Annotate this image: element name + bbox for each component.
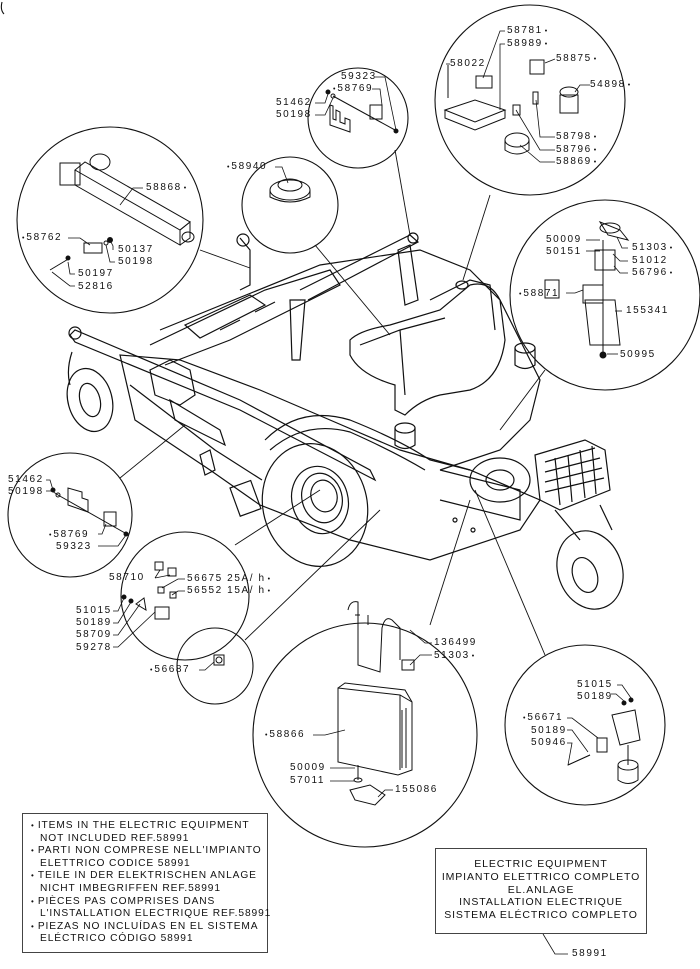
callout-label: 51462 (8, 474, 44, 485)
callout-label: 58798 (556, 131, 596, 144)
callout-label: 56552 15A/ h (187, 585, 270, 598)
callout-label: 50198 (276, 109, 312, 120)
note-line: NOT INCLUDED REF.58991 (40, 832, 190, 844)
callout-label: 58022 (450, 58, 486, 69)
kit-line: EL.ANLAGE (507, 883, 575, 896)
callout-label: 58869 (556, 156, 596, 169)
callout-label: 56687 (150, 664, 190, 677)
callout-label: 58769 (49, 529, 89, 542)
fuse-parts (121, 561, 177, 620)
callout-label: 58781 (507, 25, 547, 38)
callout-label: 50995 (620, 349, 656, 360)
callout-label: 50137 (118, 244, 154, 255)
detail-circle-partial (0, 1, 5, 15)
callout-label: 58875 (556, 53, 596, 66)
detail-circle-battery (252, 622, 478, 848)
detail-leader-lines (119, 149, 546, 656)
callout-label: 58940 (227, 161, 267, 174)
callout-label: 50189 (76, 617, 112, 628)
battery-part (337, 601, 415, 806)
callout-label: 50009 (546, 234, 582, 245)
callout-label: 50946 (531, 737, 567, 748)
callout-label: 58709 (76, 629, 112, 640)
callout-label: 54898 (590, 79, 630, 92)
callout-label: 59323 (56, 541, 92, 552)
note-line: PIÈCES PAS COMPRISES DANS (31, 896, 261, 909)
callout-label: 50198 (8, 486, 44, 497)
bracket-part-top (325, 89, 399, 134)
note-line: ITEMS IN THE ELECTRIC EQUIPMENT (31, 820, 261, 833)
kit-line: INSTALLATION ELECTRIQUE (459, 896, 623, 909)
callout-label: 58871 (519, 288, 559, 301)
callout-label: 51012 (632, 255, 668, 266)
label-leaders (46, 30, 632, 955)
note-line: ELÉCTRICO CÓDIGO 58991 (40, 933, 194, 945)
switch-panel-parts (443, 59, 579, 155)
interlock-switch-part (567, 697, 641, 784)
note-line: L'INSTALLATION ELECTRIQUE REF.58991 (40, 908, 272, 920)
callout-label: 51303 (632, 242, 672, 255)
callout-label: 56796 (632, 267, 672, 280)
callout-label: 50189 (531, 725, 567, 736)
detail-circle-left-switch (7, 452, 133, 578)
note-line: PARTI NON COMPRESE NELL'IMPIANTO (31, 845, 261, 858)
callout-label: 56671 (523, 712, 563, 725)
note-line: PIEZAS NO INCLUÍDAS EN EL SISTEMA (31, 921, 261, 934)
note-line: ELETTRICO CODICE 58991 (40, 857, 191, 869)
callout-label: 59323 (341, 71, 377, 82)
mower-chassis (66, 232, 624, 610)
note-line: NICHT IMBEGRIFFEN REF.58991 (40, 882, 221, 894)
detail-circle-top-right (434, 4, 626, 196)
detail-circle-seat-switch (504, 644, 666, 806)
callout-label: 50189 (577, 691, 613, 702)
detail-circle-top-middle (307, 67, 409, 169)
actuator-part (49, 153, 195, 271)
callout-label: 50198 (118, 256, 154, 267)
kit-line: IMPIANTO ELETTRICO COMPLETO (441, 870, 641, 883)
callout-label: 58796 (556, 144, 596, 157)
callout-label: 58769 (333, 83, 373, 96)
callout-label: 136499 (434, 637, 477, 648)
callout-label: 58762 (22, 232, 62, 245)
callout-label: 51015 (76, 605, 112, 616)
callout-label: 51015 (577, 679, 613, 690)
callout-label: 58866 (265, 729, 305, 742)
detail-circle-actuator (16, 126, 204, 314)
callout-label: 56675 25A/ h (187, 573, 270, 586)
callout-label: 58868 (146, 182, 186, 195)
callout-label: 155341 (626, 305, 669, 316)
detail-circle-cap (241, 156, 339, 254)
kit-line: ELECTRIC EQUIPMENT (474, 858, 608, 870)
callout-label: 50197 (78, 268, 114, 279)
callout-label: 59278 (76, 642, 112, 653)
kit-part-number: 58991 (572, 948, 608, 959)
electric-equipment-kit-box: ELECTRIC EQUIPMENT IMPIANTO ELETTRICO CO… (435, 848, 647, 934)
callout-label: 58710 (109, 572, 145, 583)
connector-part (213, 654, 225, 666)
callout-label: 155086 (395, 784, 438, 795)
callout-label: 51303 (434, 650, 474, 663)
callout-label: 58989 (507, 38, 547, 51)
seat-switch-bracket-part (544, 220, 630, 359)
callout-label: 51462 (276, 97, 312, 108)
kit-line: SISTEMA ELÉCTRICO COMPLETO (444, 909, 638, 922)
callout-label: 50151 (546, 246, 582, 257)
fuel-cap-part (269, 178, 311, 203)
callout-label: 50009 (290, 762, 326, 773)
callout-label: 52816 (78, 281, 114, 292)
callout-label: 57011 (290, 775, 326, 786)
detail-circle-right-switch (509, 199, 700, 391)
not-included-notes-box: ITEMS IN THE ELECTRIC EQUIPMENT NOT INCL… (22, 813, 272, 953)
note-line: TEILE IN DER ELEKTRISCHEN ANLAGE (31, 870, 261, 883)
